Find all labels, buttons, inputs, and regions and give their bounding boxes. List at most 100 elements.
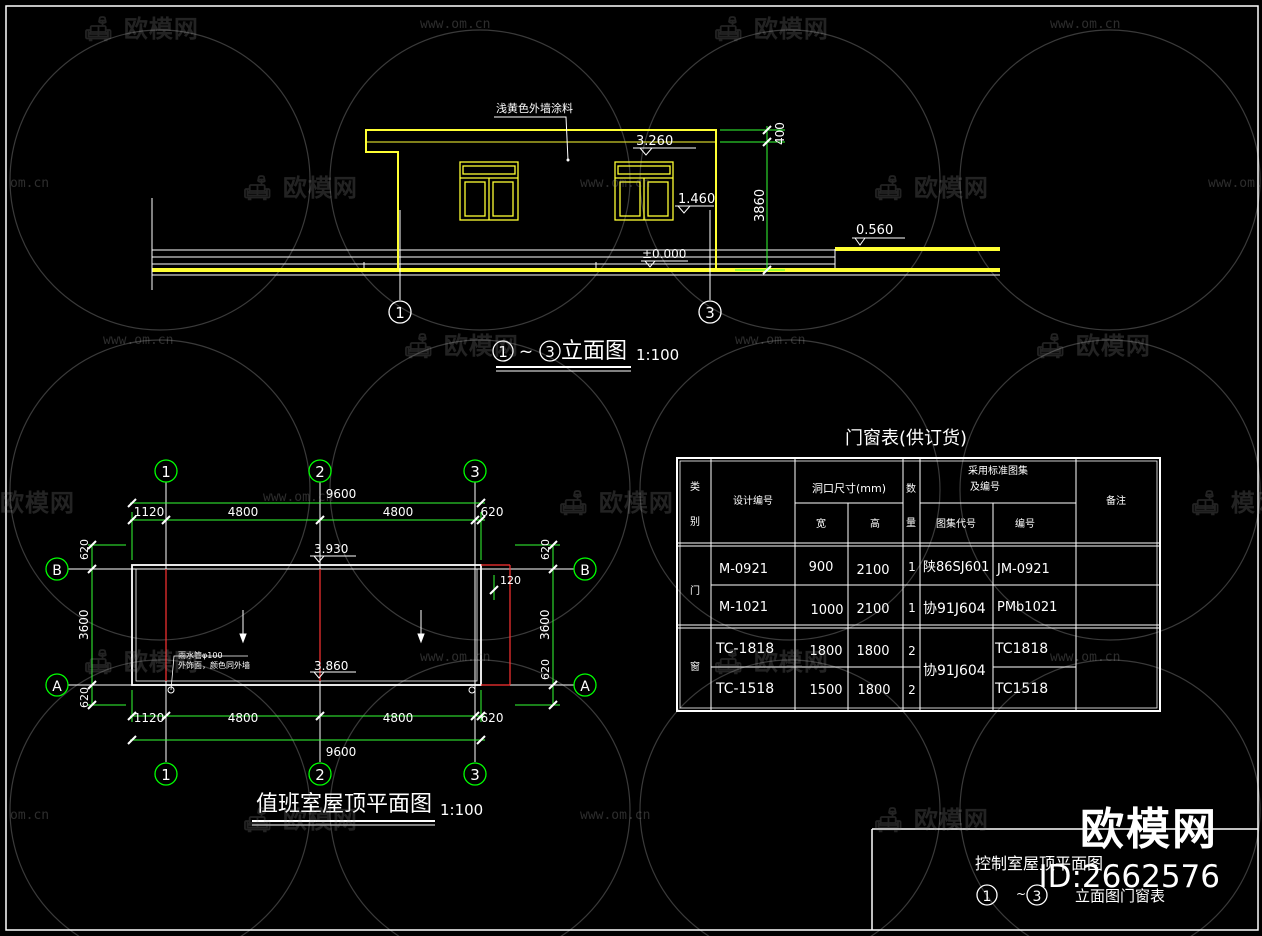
table-cell-count: 2	[908, 683, 916, 697]
title-block-line2: 立面图门窗表	[1075, 887, 1165, 905]
table-cell-count: 1	[908, 601, 916, 615]
elevation-title-sep: ~	[519, 342, 533, 362]
plan-dim-620-top-left: 620	[78, 539, 91, 560]
watermark-url: www.om.cn	[1050, 17, 1121, 32]
plan-dim-total-bottom: 9600	[326, 745, 357, 759]
roof-plan-title: 值班室屋顶平面图 1:100	[252, 792, 483, 826]
table-cell-number: PMb1021	[997, 600, 1057, 615]
table-cell-width: 1000	[810, 603, 843, 618]
table-cell-count: 2	[908, 644, 916, 658]
watermark-url: www.om.cn	[580, 176, 651, 191]
watermark-url: www.om.cn	[263, 490, 334, 505]
plan-axis-a-left: A	[52, 679, 62, 695]
plan-level-top: 3.930	[314, 542, 348, 556]
plan-dim-620-bottom-left: 620	[78, 687, 91, 708]
watermark-url: om.cn	[10, 808, 50, 823]
elevation-level-top: 3.260	[636, 134, 673, 149]
plan-dim-bay1-top: 4800	[228, 505, 259, 519]
table-header-count-2: 量	[906, 517, 916, 529]
table-cell-number: TC1518	[994, 681, 1048, 697]
table-header-opening: 洞口尺寸(mm)	[812, 481, 886, 495]
title-block-axis-b: 3	[1033, 889, 1042, 905]
plan-axis-1-bottom: 1	[161, 766, 171, 784]
table-header-height: 高	[870, 517, 880, 530]
elevation-scale: 1:100	[636, 346, 679, 364]
plan-note-line2: 外饰面，颜色同外墙	[178, 660, 250, 670]
watermark-circles	[9, 29, 1261, 936]
elevation-axis-right: 3	[705, 304, 715, 322]
table-cell-width: 900	[809, 560, 834, 575]
watermark-url: om.cn	[10, 176, 50, 191]
table-cell-count: 1	[908, 560, 916, 574]
plan-dim-left-bottom: 1120	[134, 711, 165, 725]
plan-dim-3600-right: 3600	[538, 609, 552, 640]
table-cell-atlas: 协91J604	[923, 601, 986, 617]
table-group-door: 门	[690, 584, 700, 597]
watermark-logo: 🛋 欧模网	[242, 174, 358, 202]
elevation-labels: 浅黄色外墙涂料 3.260 1.460 ±0.000 0.560 400 386…	[395, 101, 893, 322]
elevation-dim-height: 3860	[753, 189, 768, 222]
table-header-std-1: 采用标准图集	[968, 464, 1028, 477]
plan-axis-3-bottom: 3	[470, 766, 480, 784]
elevation-level-zero: ±0.000	[642, 247, 686, 261]
table-header-width: 宽	[816, 517, 826, 530]
table-cell-code: TC-1818	[715, 641, 774, 657]
sofa-icon: 🛋	[403, 332, 435, 360]
table-cell-width: 1500	[809, 683, 842, 698]
watermark-logo: 🛋 欧模网	[713, 648, 829, 676]
table-header-category-2: 别	[690, 516, 700, 528]
plan-dim-120: 120	[500, 574, 521, 587]
table-cell-number: JM-0921	[996, 562, 1050, 577]
elevation-level-window: 1.460	[678, 192, 715, 207]
plan-axis-b-left: B	[52, 563, 62, 579]
title-block: 控制室屋顶平面图 1 ~ 3 立面图门窗表	[871, 828, 1258, 930]
watermark-logo: 🛋 欧模网	[83, 15, 199, 43]
plan-dim-right-bottom: 620	[481, 711, 504, 725]
table-cell-height: 2100	[856, 563, 889, 578]
elevation-dim-parapet: 400	[773, 122, 787, 145]
sofa-icon: 🛋	[242, 174, 274, 202]
plan-title-text: 值班室屋顶平面图	[256, 792, 432, 817]
sofa-icon: 🛋	[558, 489, 590, 517]
plan-axis-a-right: A	[580, 679, 590, 695]
door-window-table-text: 门窗表(供订货) 类 别 设计编号 洞口尺寸(mm) 数 量 采用标准图集 及编…	[690, 428, 1126, 698]
table-row: M-0921 900 2100 1 陕86SJ601 JM-0921	[719, 560, 1050, 578]
watermark-url: www.om.cn	[420, 17, 491, 32]
sofa-icon: 🛋	[1190, 489, 1222, 517]
title-block-sep: ~	[1016, 887, 1026, 901]
table-header-number: 编号	[1015, 517, 1035, 530]
sofa-icon: 🛋	[873, 174, 905, 202]
table-cell-height: 1800	[857, 683, 890, 698]
sofa-icon: 🛋	[83, 648, 115, 676]
watermark-url: www.om.cn	[420, 650, 491, 665]
plan-note-line1: 雨水管φ100	[178, 650, 223, 660]
table-title: 门窗表(供订货)	[845, 428, 967, 449]
roof-plan-labels: 1 2 3 1 2 3 B B A A 9600 1120 4800 4800 …	[52, 463, 590, 784]
sofa-icon: 🛋	[713, 648, 745, 676]
plan-axis-2-top: 2	[315, 463, 325, 481]
watermark-logo: 🛋 欧模网	[713, 15, 829, 43]
brand-id: ID:2662576	[1038, 859, 1220, 895]
watermark-logo: 🛋 欧模网	[242, 806, 358, 834]
table-cell-height: 2100	[856, 602, 889, 617]
sheet-border	[5, 5, 1259, 931]
plan-dim-bay2-top: 4800	[383, 505, 414, 519]
table-row: TC-1818 1800 1800 2 TC1818	[715, 641, 1048, 659]
plan-dim-bay2-bottom: 4800	[383, 711, 414, 725]
elevation-title-axis-a: 1	[498, 343, 508, 361]
plan-dim-3600-left: 3600	[77, 609, 91, 640]
elevation-axis-left: 1	[395, 304, 405, 322]
elevation-title-axis-b: 3	[545, 343, 555, 361]
table-header-count-1: 数	[906, 482, 916, 495]
elevation-title: 1 ~ 3 立面图 1:100	[492, 339, 679, 372]
plan-axis-1-top: 1	[161, 463, 171, 481]
plan-dim-total-top: 9600	[326, 487, 357, 501]
roof-plan-drawing	[45, 459, 597, 786]
table-cell-code: TC-1518	[715, 681, 774, 697]
plan-axis-b-right: B	[580, 563, 590, 579]
table-row: TC-1518 1500 1800 2 TC1518	[715, 681, 1048, 698]
plan-scale: 1:100	[440, 801, 483, 819]
table-cell-number: TC1818	[994, 641, 1048, 657]
watermark-logo: 🛋 欧模网	[83, 648, 199, 676]
